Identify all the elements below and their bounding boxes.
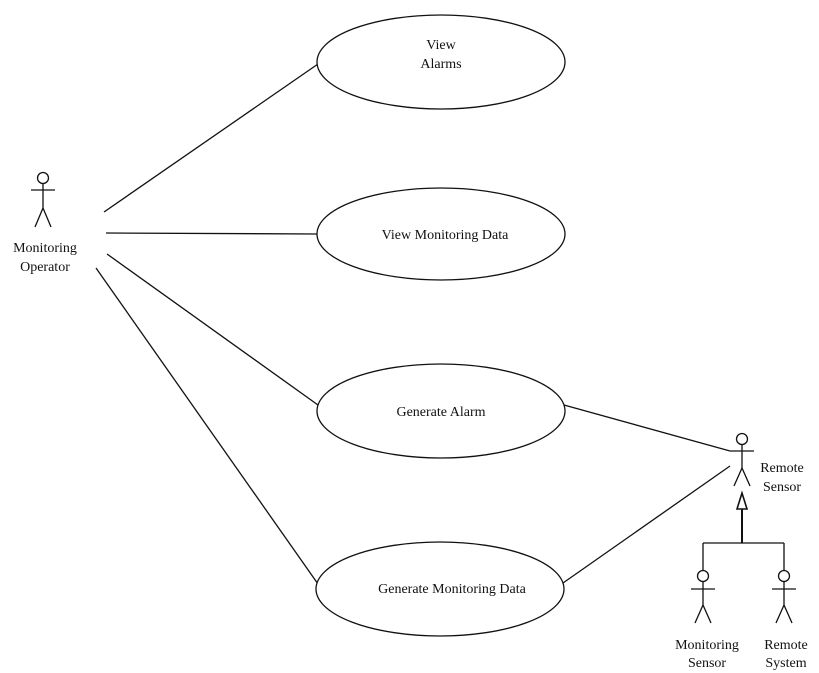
use-case-label-line2: Alarms — [420, 57, 461, 72]
association-remote-sensor-generate-monitoring-data — [562, 465, 731, 584]
actor-label-line1: Monitoring — [675, 638, 739, 653]
association-operator-view-alarms — [103, 63, 319, 213]
association-operator-generate-monitoring-data — [95, 267, 319, 585]
actor-label-line2: System — [765, 656, 806, 671]
actor-monitoring-sensor[interactable]: Monitoring Sensor — [675, 569, 739, 672]
generalization-arrow — [702, 490, 785, 570]
association-remote-sensor-generate-alarm — [563, 404, 731, 452]
use-case-generate-alarm[interactable]: Generate Alarm — [316, 363, 566, 459]
stick-figure-icon — [31, 171, 55, 228]
actor-label-line1: Remote — [760, 461, 804, 476]
actor-label-line2: Sensor — [688, 656, 726, 671]
actor-label-line1: Monitoring — [13, 241, 77, 256]
use-case-label: Generate Alarm — [396, 405, 485, 420]
actor-remote-sensor[interactable]: Remote Sensor — [730, 432, 804, 496]
actor-remote-system[interactable]: Remote System — [764, 569, 808, 672]
use-case-view-alarms[interactable]: View Alarms — [316, 14, 566, 110]
stick-figure-icon — [691, 569, 715, 624]
use-case-label-line1: View — [426, 38, 456, 53]
actor-label-line1: Remote — [764, 638, 808, 653]
use-case-label: Generate Monitoring Data — [378, 582, 527, 597]
actor-label-line2: Operator — [20, 260, 70, 275]
use-case-label: View Monitoring Data — [382, 228, 509, 243]
hollow-triangle-icon — [735, 490, 749, 510]
stick-figure-icon — [730, 432, 754, 487]
use-case-view-monitoring-data[interactable]: View Monitoring Data — [316, 187, 566, 281]
actor-monitoring-operator[interactable]: Monitoring Operator — [13, 171, 77, 276]
stick-figure-icon — [772, 569, 796, 624]
actor-label-line2: Sensor — [763, 480, 801, 495]
association-operator-generate-alarm — [106, 253, 319, 406]
association-operator-view-monitoring-data — [105, 232, 318, 235]
use-case-generate-monitoring-data[interactable]: Generate Monitoring Data — [315, 541, 565, 637]
